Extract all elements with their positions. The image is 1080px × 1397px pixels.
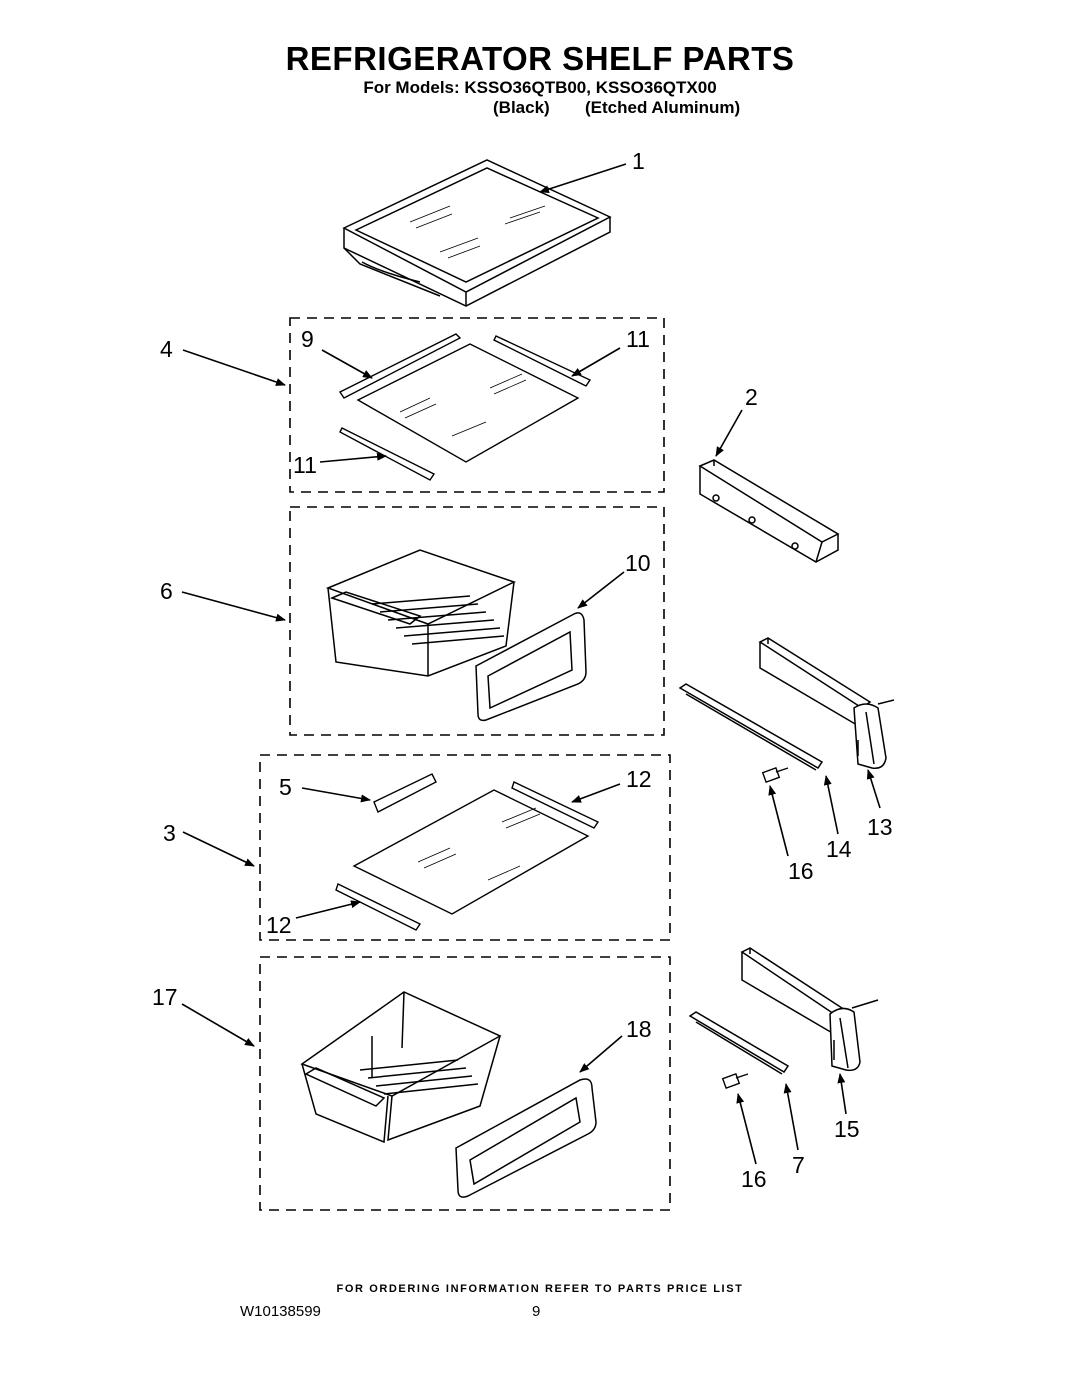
crisper-bin-part-17 — [300, 991, 502, 1144]
group-box-6 — [289, 506, 665, 736]
callout-4: 4 — [160, 336, 173, 362]
callout-18: 18 — [626, 1016, 652, 1042]
variant-black: (Black) — [493, 98, 550, 117]
variant-aluminum: (Etched Aluminum) — [585, 98, 741, 117]
group-box-3 — [259, 754, 671, 941]
callout-17: 17 — [152, 984, 178, 1010]
callout-14: 14 — [826, 836, 852, 862]
bracket-part-2 — [698, 459, 840, 563]
callout-12-right: 12 — [626, 766, 652, 792]
screw-part-16-upper — [761, 767, 789, 783]
glass-shelf-group-3 — [335, 773, 600, 931]
callout-15: 15 — [834, 1116, 860, 1142]
callout-16-upper: 16 — [788, 858, 814, 884]
trim-part-5 — [373, 773, 437, 813]
page-title: REFRIGERATOR SHELF PARTS — [285, 40, 795, 77]
slide-assembly-13-14 — [678, 637, 895, 771]
callout-9: 9 — [301, 326, 314, 352]
callout-3: 3 — [163, 820, 176, 846]
trim-part-11-front — [339, 427, 436, 481]
trim-part-11-rear — [493, 335, 592, 387]
crisper-front-part-10 — [475, 612, 587, 722]
screw-part-16-lower — [721, 1073, 749, 1089]
crisper-bin-part-6 — [325, 549, 516, 677]
crisper-front-part-18 — [455, 1078, 597, 1198]
ordering-note: FOR ORDERING INFORMATION REFER TO PARTS … — [336, 1283, 744, 1295]
models-line: For Models: KSSO36QTB00, KSSO36QTX00 — [363, 78, 717, 97]
group-box-4 — [289, 317, 665, 493]
group-box-17 — [259, 956, 671, 1211]
document-number: W10138599 — [240, 1303, 321, 1320]
leader-arrows — [181, 163, 881, 1165]
callout-10: 10 — [625, 550, 651, 576]
callout-11-left: 11 — [293, 452, 317, 478]
callout-16-lower: 16 — [741, 1166, 767, 1192]
trim-part-9 — [338, 333, 462, 399]
trim-part-12-front — [335, 883, 422, 931]
callout-11-right: 11 — [626, 326, 650, 352]
glass-shelf-group-4 — [338, 333, 592, 481]
callout-12-left: 12 — [266, 912, 292, 938]
callout-5: 5 — [279, 774, 292, 800]
page-number: 9 — [532, 1303, 541, 1320]
slide-assembly-15-7 — [688, 947, 879, 1075]
trim-part-12-rear — [511, 781, 600, 829]
callout-1: 1 — [632, 148, 645, 174]
callout-6: 6 — [160, 578, 173, 604]
callout-2: 2 — [745, 384, 758, 410]
callout-7: 7 — [792, 1152, 805, 1178]
callout-13: 13 — [867, 814, 893, 840]
